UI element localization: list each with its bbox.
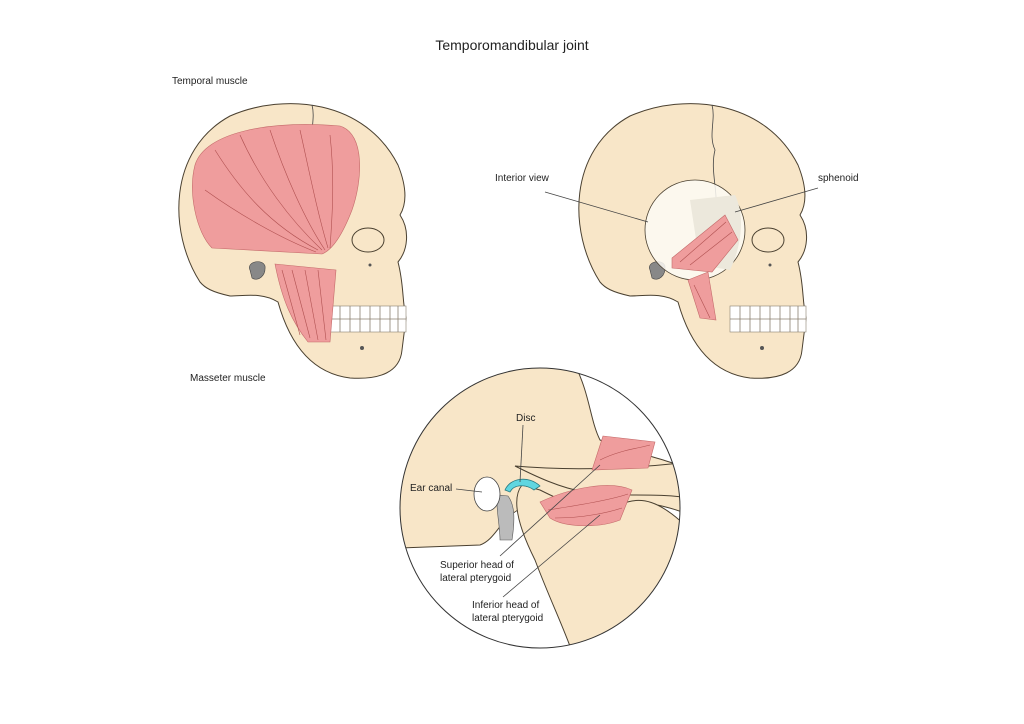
tmj-detail-view: Disc Ear canal Superior head of lateral … <box>399 367 681 649</box>
diagram-title: Temporomandibular joint <box>435 37 588 53</box>
temporal-muscle <box>192 124 360 255</box>
skull-lateral-view: Temporal muscle Masseter muscle <box>172 76 408 384</box>
inferior-pterygoid-muscle <box>539 485 633 527</box>
label-sphenoid: sphenoid <box>818 173 859 184</box>
articular-disc <box>504 478 541 493</box>
label-temporal-muscle: Temporal muscle <box>172 76 248 87</box>
label-ear-canal: Ear canal <box>410 483 452 494</box>
label-masseter-muscle: Masseter muscle <box>190 373 266 384</box>
masseter-muscle <box>274 263 337 343</box>
lateral-pterygoid-lower <box>687 271 717 321</box>
superior-pterygoid-muscle <box>591 435 656 471</box>
label-disc: Disc <box>516 413 535 424</box>
sphenoid-muscle-region <box>671 214 739 273</box>
label-superior-head-2: lateral pterygoid <box>440 573 511 584</box>
ear-canal <box>473 476 501 512</box>
label-superior-head-1: Superior head of <box>440 560 514 571</box>
label-inferior-head-1: Inferior head of <box>472 600 539 611</box>
skull-interior-view: Interior view sphenoid <box>495 103 859 379</box>
label-interior-view: Interior view <box>495 173 550 184</box>
label-inferior-head-2: lateral pterygoid <box>472 613 543 624</box>
